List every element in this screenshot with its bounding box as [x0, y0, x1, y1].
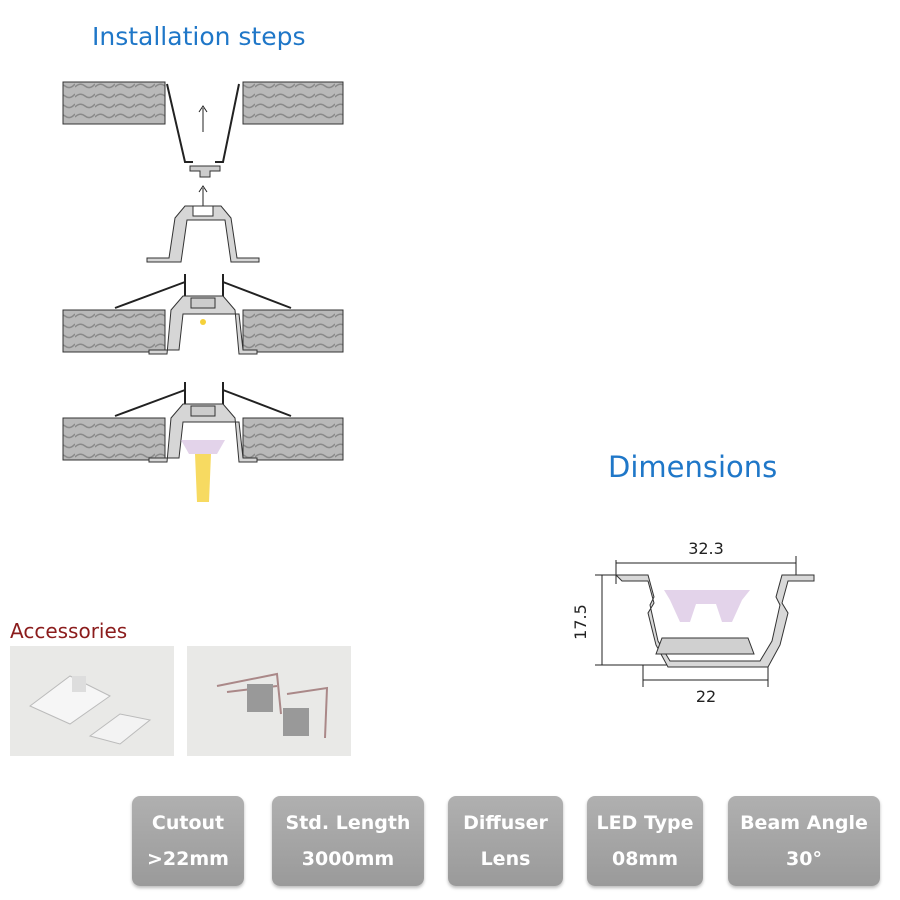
- spec-badge-diffuser: Diffuser Lens: [448, 796, 563, 886]
- spec-value: 3000mm: [301, 848, 395, 870]
- spec-value: 30°: [786, 848, 822, 870]
- installation-steps-diagram: [62, 81, 344, 502]
- height-label: 17.5: [571, 604, 590, 640]
- step-4-lit: [62, 382, 344, 502]
- spec-value: >22mm: [147, 848, 229, 870]
- spec-badge-beam-angle: Beam Angle 30°: [728, 796, 880, 886]
- width-top-label: 32.3: [688, 539, 724, 558]
- end-cap-photo: [10, 646, 174, 756]
- step-3-mounted: [62, 274, 344, 355]
- spec-badge-length: Std. Length 3000mm: [272, 796, 424, 886]
- spec-label: Cutout: [151, 812, 225, 834]
- spec-label: LED Type: [596, 812, 694, 834]
- step-2-profile: [146, 185, 260, 263]
- spec-badge-cutout: Cutout >22mm: [132, 796, 244, 886]
- accessories-title: Accessories: [10, 619, 128, 643]
- dimensions-title: Dimensions: [608, 450, 778, 484]
- step-1-clip: [62, 81, 344, 178]
- spec-label: Diffuser: [463, 812, 548, 834]
- dimensions-diagram: 32.3 17.5 22: [571, 539, 815, 706]
- spec-label: Beam Angle: [740, 812, 868, 834]
- width-bottom-label: 22: [696, 687, 716, 706]
- spec-label: Std. Length: [285, 812, 411, 834]
- spec-value: 08mm: [611, 848, 679, 870]
- spec-badge-led-type: LED Type 08mm: [587, 796, 703, 886]
- mounting-clip-photo: [187, 646, 351, 756]
- installation-steps-title: Installation steps: [92, 22, 306, 51]
- spec-value: Lens: [480, 848, 531, 870]
